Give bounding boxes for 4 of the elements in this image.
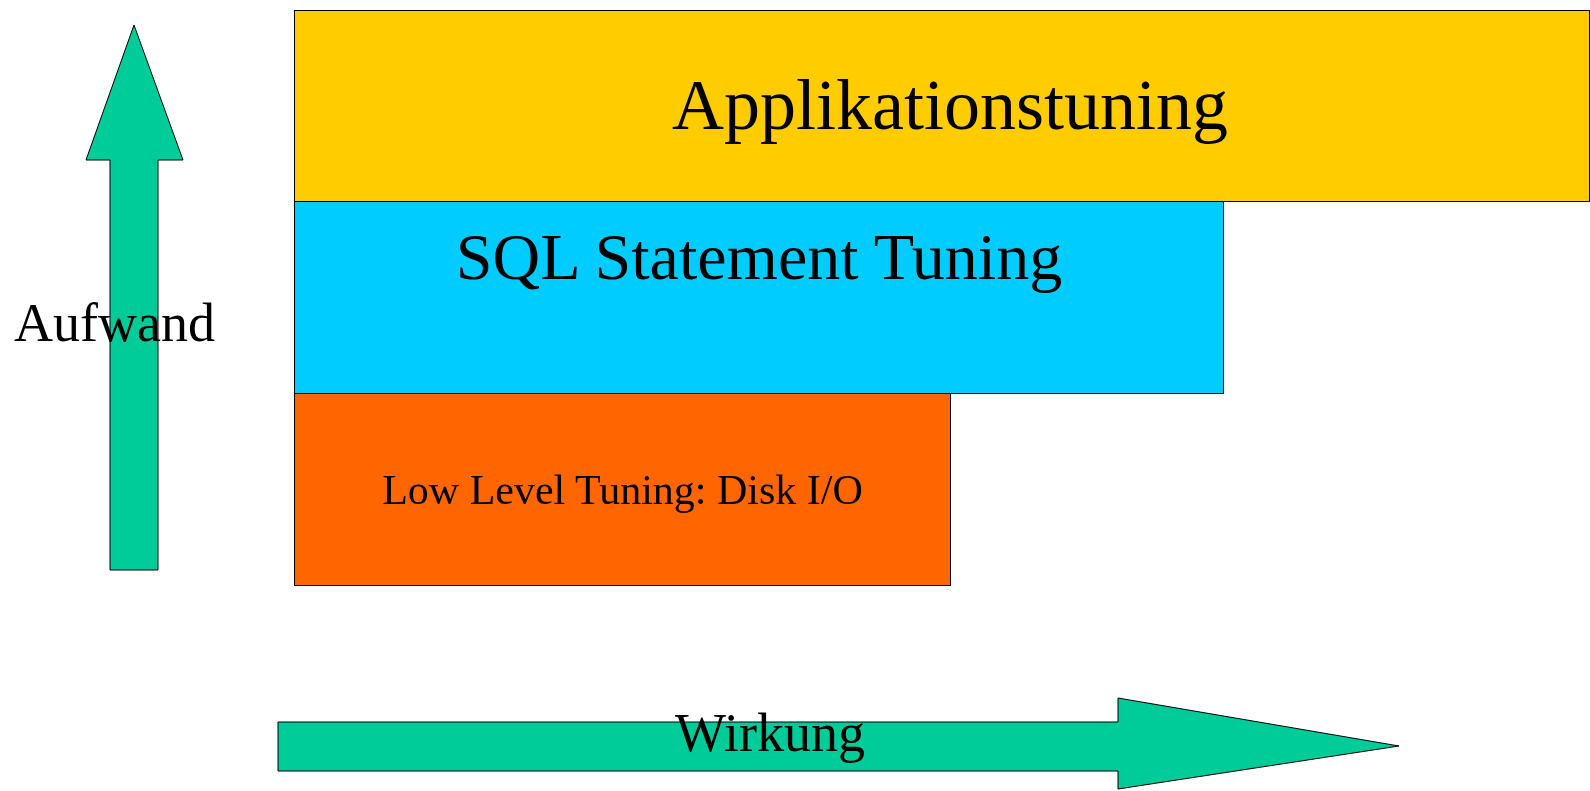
bar-label: Low Level Tuning: Disk I/O	[382, 468, 863, 511]
tier-bar	[294, 10, 1590, 202]
tier-bar	[294, 393, 951, 586]
tier-bar	[294, 201, 1224, 394]
